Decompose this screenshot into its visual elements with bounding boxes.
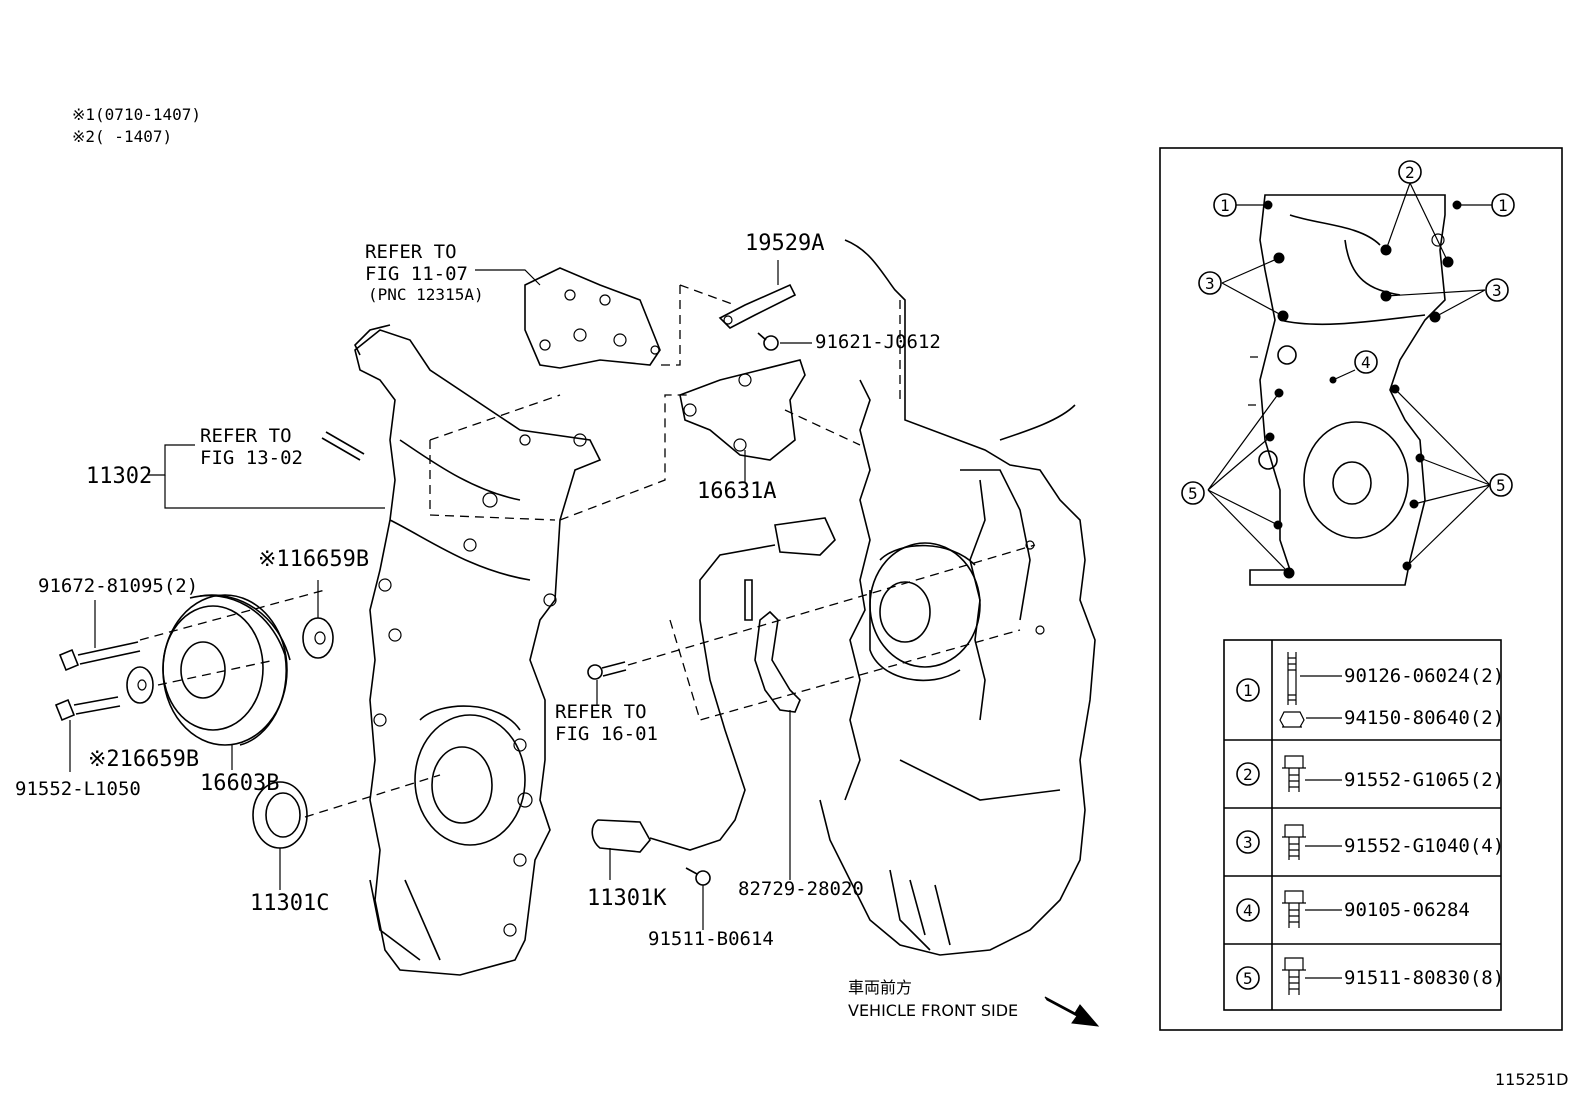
bolt-icon [1282, 755, 1306, 792]
legend-row-1-num: 1 [1243, 681, 1253, 700]
legend-row-5-num: 5 [1243, 969, 1253, 988]
bolt-icon [1282, 824, 1306, 860]
legend-row-3: 3 91552-G1040(4) [1236, 824, 1504, 860]
refer-13-02-line2: FIG 13-02 [200, 447, 303, 469]
inset-marker-1-left: 1 [1213, 193, 1237, 217]
legend-row-3-part: 91552-G1040(4) [1344, 835, 1504, 857]
inset-legend-table: 1 90126-06024(2) 94150-80640(2) 2 91552-… [1223, 639, 1504, 1011]
legend-row-4-num: 4 [1243, 901, 1253, 920]
legend-row-1-part-2: 94150-80640(2) [1344, 707, 1504, 729]
note-1: ※1(0710-1407) [72, 105, 201, 124]
refer-11-07-line3: (PNC 12315A) [368, 285, 484, 304]
washer-16659B-lower [126, 666, 154, 704]
stud-bolt [321, 431, 365, 461]
legend-row-5: 5 91511-80830(8) [1236, 957, 1504, 995]
sensor-plate [744, 579, 801, 713]
label-16603B: 16603B [200, 771, 279, 796]
legend-row-1: 1 90126-06024(2) 94150-80640(2) [1236, 652, 1504, 729]
engine-mount-bracket [524, 267, 661, 369]
legend-row-1-part-1: 90126-06024(2) [1344, 665, 1504, 687]
bracket-16631A [679, 359, 806, 461]
bolt-91552-L1050 [54, 696, 121, 722]
label-91552-L1050: 91552-L1050 [15, 778, 141, 800]
inset-marker-5-right: 5 [1489, 473, 1513, 497]
figure-id: 115251D [1495, 1070, 1568, 1089]
leader-lines [69, 260, 812, 930]
front-arrow-icon [1044, 996, 1100, 1027]
bolt-icon [1282, 957, 1306, 995]
refer-16-01-line1: REFER TO [555, 701, 647, 723]
note-2: ※2( -1407) [72, 127, 172, 146]
dashed-guides [139, 284, 1036, 818]
legend-row-4: 4 90105-06284 [1236, 890, 1470, 928]
crank-position-sensor [591, 517, 836, 853]
inset-cover-outline [1248, 194, 1446, 586]
label-11301C: 11301C [250, 891, 329, 916]
refer-11-07-line2: FIG 11-07 [365, 263, 468, 285]
label-16631A: 16631A [697, 479, 776, 504]
bracket-19529A [718, 283, 797, 329]
label-19529A: 19529A [745, 231, 824, 256]
marker-1-left-label: 1 [1220, 196, 1230, 215]
timing-chain-cover [354, 324, 602, 976]
stud-bolt-icon [1287, 652, 1297, 705]
label-91511-B0614: 91511-B0614 [648, 928, 774, 950]
inset-marker-5-left: 5 [1181, 481, 1205, 505]
label-11302: 11302 [86, 464, 152, 489]
marker-5-left-label: 5 [1188, 484, 1198, 503]
inset-marker-4: 4 [1354, 350, 1378, 374]
inset-marker-leaders [1207, 182, 1492, 574]
crank-pulley [162, 594, 291, 746]
bolt-refer-16-01 [587, 661, 627, 680]
flange-nut-icon [1279, 711, 1305, 728]
bolt-91621 [757, 332, 779, 351]
legend-row-2: 2 91552-G1065(2) [1236, 755, 1504, 792]
inset-panel: 1 1 2 3 3 4 5 5 [1159, 147, 1563, 1031]
inset-bolt-dots [1263, 200, 1462, 579]
marker-3-right-label: 3 [1492, 281, 1502, 300]
bolt-icon [1282, 890, 1306, 928]
inset-marker-1-right: 1 [1491, 193, 1515, 217]
label-91672-81095: 91672-81095(2) [38, 575, 198, 597]
washer-16659B-upper [302, 617, 334, 659]
inset-marker-3-right: 3 [1485, 278, 1509, 302]
bolt-91511-B0614 [685, 867, 711, 886]
marker-4-label: 4 [1361, 353, 1371, 372]
label-11301K: 11301K [587, 886, 667, 911]
legend-row-4-part: 90105-06284 [1344, 899, 1470, 921]
callout-refer-16-01: REFER TO FIG 16-01 [555, 701, 658, 745]
inset-marker-3-left: 3 [1198, 271, 1222, 295]
engine-block-drawing [819, 239, 1096, 956]
label-82729-28020: 82729-28020 [738, 878, 864, 900]
legend-row-2-part: 91552-G1065(2) [1344, 769, 1504, 791]
water-pump [869, 540, 1045, 682]
legend-row-5-part: 91511-80830(8) [1344, 967, 1504, 989]
refer-16-01-line2: FIG 16-01 [555, 723, 658, 745]
inset-marker-2: 2 [1398, 160, 1422, 184]
legend-row-2-num: 2 [1243, 765, 1253, 784]
vehicle-front-indicator: 車両前方 VEHICLE FRONT SIDE [848, 978, 1100, 1027]
label-91621-J0612: 91621-J0612 [815, 331, 941, 353]
vehicle-front-japanese: 車両前方 [848, 978, 912, 997]
label-16659B-1: ※116659B [258, 547, 369, 572]
marker-2-label: 2 [1405, 163, 1415, 182]
callout-refer-11-07: REFER TO FIG 11-07 (PNC 12315A) [365, 241, 484, 304]
legend-row-3-num: 3 [1243, 833, 1253, 852]
label-16659B-2: ※216659B [88, 747, 199, 772]
vehicle-front-english: VEHICLE FRONT SIDE [848, 1001, 1018, 1020]
refer-13-02-line1: REFER TO [200, 425, 292, 447]
marker-3-left-label: 3 [1205, 274, 1215, 293]
callout-refer-13-02: REFER TO FIG 13-02 [200, 425, 303, 469]
marker-5-right-label: 5 [1496, 476, 1506, 495]
refer-11-07-line1: REFER TO [365, 241, 457, 263]
bolt-91672 [58, 641, 141, 672]
marker-1-right-label: 1 [1498, 196, 1508, 215]
